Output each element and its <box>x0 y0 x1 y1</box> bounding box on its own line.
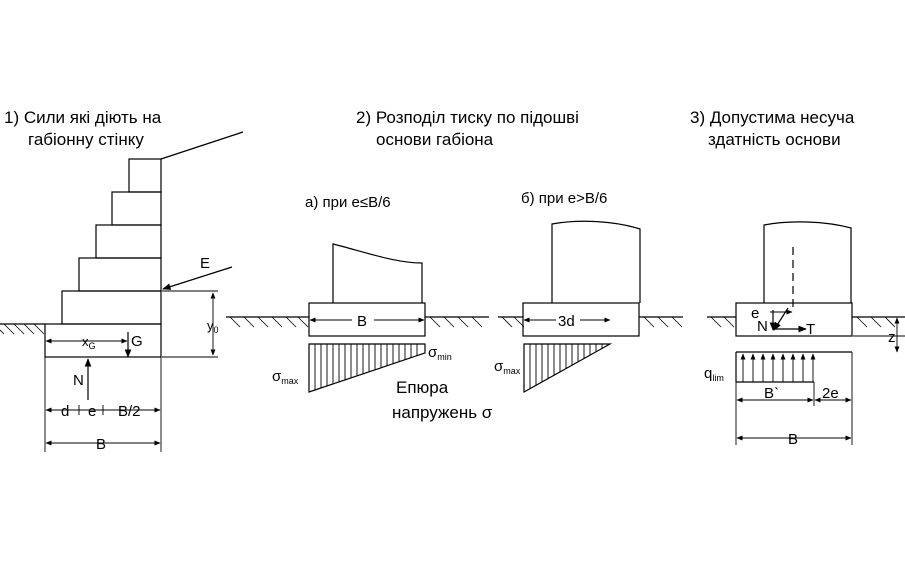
fig1-ground-hatch <box>0 323 45 335</box>
fig1-dim-bottom: d e B/2 B <box>44 357 162 453</box>
fig3-label-e: e <box>751 305 759 322</box>
fig1-force-E: E <box>162 255 233 290</box>
fig1-label-xG: xG <box>82 334 96 351</box>
fig1-label-e: e <box>88 403 96 420</box>
fig2-case-a: а) при e≤B/6 <box>305 194 391 211</box>
fig1-label-B2: B/2 <box>118 403 141 420</box>
fig3-label-T: T <box>806 321 815 338</box>
fig1-label-B: B <box>96 436 106 453</box>
fig1-force-N: N <box>73 358 92 400</box>
fig2-title-line1: 2) Розподіл тиску по підошві <box>356 108 579 127</box>
fig2a-dim-B: B <box>309 311 425 330</box>
fig3-bearing-pressure: qlim <box>704 351 852 383</box>
fig2b-ground-hatch <box>498 316 683 328</box>
fig1-title-line1: 1) Сили які діють на <box>4 108 162 127</box>
fig2b-sigma-max: σmax <box>494 358 521 376</box>
fig2b-label-3d: 3d <box>558 313 575 330</box>
fig1-label-d: d <box>61 403 69 420</box>
fig2a-block <box>308 243 426 337</box>
fig3-loads: e N T <box>751 305 815 338</box>
fig3-label-qlim: qlim <box>704 365 724 383</box>
fig3-label-B: B <box>788 431 798 448</box>
fig3-block <box>735 221 853 337</box>
fig2b-stress-epure <box>523 343 613 394</box>
fig3-dim-z: z <box>853 317 905 353</box>
fig2-case-b: б) при e>B/6 <box>521 190 607 207</box>
fig2b-dim-3d: 3d <box>523 311 611 330</box>
fig2b-block <box>522 220 641 337</box>
fig1-force-G: G <box>124 332 143 358</box>
fig3-title-line1: 3) Допустима несуча <box>690 108 855 127</box>
fig2a-ground-hatch <box>226 316 489 328</box>
fig1-label-y0: y0 <box>207 318 219 335</box>
fig2a-stress-epure <box>308 343 426 393</box>
fig3-label-z: z <box>888 329 896 346</box>
fig3-ground-hatch <box>707 316 905 328</box>
fig3-label-Bprime: B` <box>764 385 779 402</box>
fig1-title-line2: габіонну стінку <box>28 130 144 149</box>
fig3-dims-bottom: B` 2e B <box>735 352 853 448</box>
fig1-dim-y0: y0 <box>162 290 219 358</box>
fig2a-label-B: B <box>357 313 367 330</box>
fig3-label-N: N <box>757 318 768 335</box>
fig2-title-line2: основи габіона <box>376 130 494 149</box>
fig1-label-N: N <box>73 372 84 389</box>
fig2-epure-line1: Епюра <box>396 378 449 397</box>
fig1-label-E: E <box>200 255 210 272</box>
fig1-gabion-wall <box>44 131 244 358</box>
fig3-title-line2: здатність основи <box>708 130 841 149</box>
fig2-epure-line2: напружень σ <box>392 403 493 422</box>
fig1-label-G: G <box>131 333 143 350</box>
fig1-dim-xG: xG <box>45 334 128 351</box>
fig2a-sigma-min: σmin <box>428 344 452 362</box>
fig2a-sigma-max: σmax <box>272 368 299 386</box>
fig3-label-2e: 2e <box>822 385 839 402</box>
